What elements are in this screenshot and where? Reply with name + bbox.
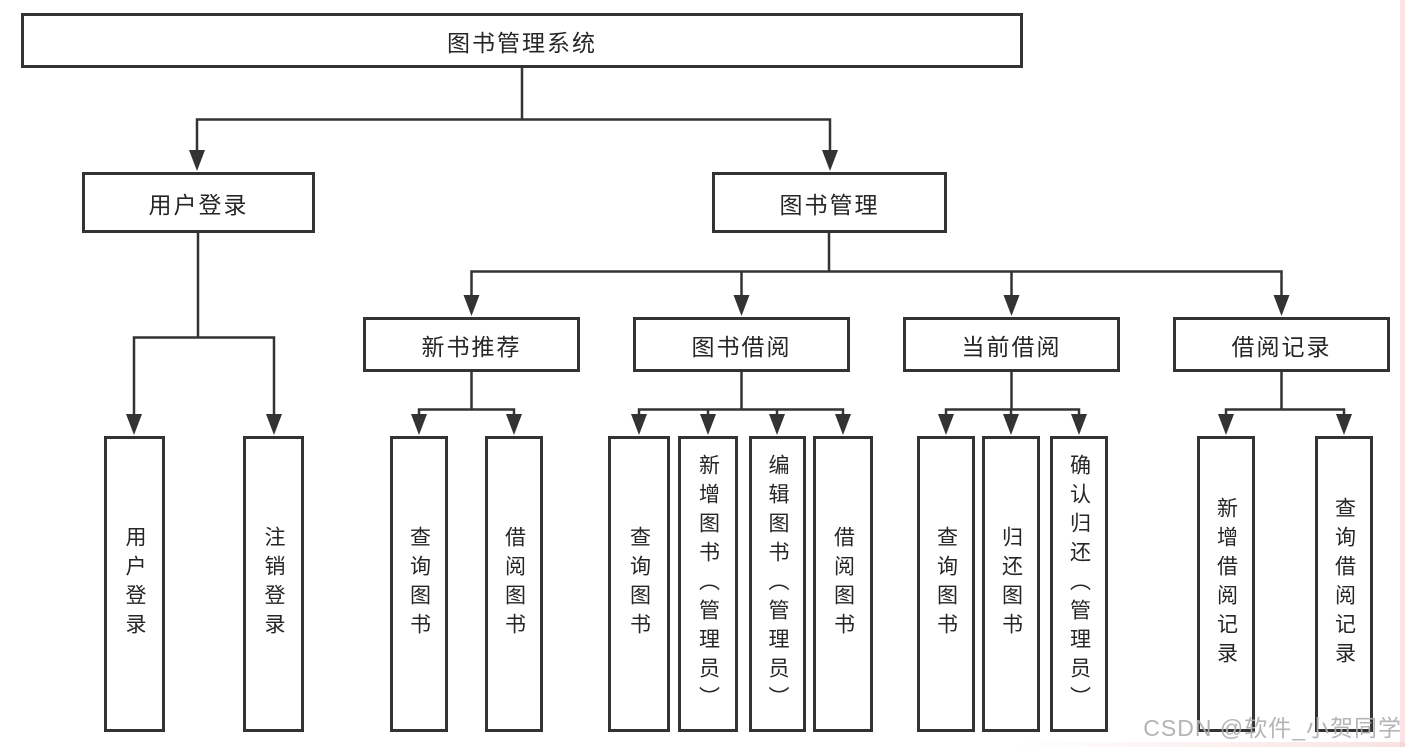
- leaf-query-books-3: 查询图书: [917, 436, 975, 732]
- leaf-logout: 注销登录: [243, 436, 304, 732]
- csdn-watermark: CSDN @软件_小贺同学: [1143, 715, 1402, 741]
- leaf-borrow-books-1: 借阅图书: [485, 436, 543, 732]
- node-new-book-recommend: 新书推荐: [363, 317, 580, 372]
- page-edge-tint-bottom: [1015, 742, 1405, 747]
- leaf-borrow-books-2: 借阅图书: [813, 436, 873, 732]
- leaf-add-books-admin: 新增图书（管理员）: [678, 436, 738, 732]
- arrowhead-icons: [126, 150, 1352, 435]
- node-user-login: 用户登录: [82, 172, 315, 233]
- leaf-user-login: 用户登录: [104, 436, 165, 732]
- leaf-add-borrow-record: 新增借阅记录: [1197, 436, 1255, 732]
- leaf-query-books-2: 查询图书: [608, 436, 670, 732]
- leaf-query-borrow-record: 查询借阅记录: [1315, 436, 1373, 732]
- node-current-borrow: 当前借阅: [903, 317, 1120, 372]
- leaf-edit-books-admin: 编辑图书（管理员）: [749, 436, 806, 732]
- node-book-management: 图书管理: [712, 172, 947, 233]
- leaf-return-books: 归还图书: [982, 436, 1040, 732]
- leaf-query-books-1: 查询图书: [390, 436, 448, 732]
- node-book-borrow: 图书借阅: [633, 317, 850, 372]
- leaf-confirm-return-admin: 确认归还（管理员）: [1050, 436, 1108, 732]
- page-edge-tint-right: [1400, 0, 1405, 747]
- node-root-system: 图书管理系统: [21, 13, 1023, 68]
- node-borrow-records: 借阅记录: [1173, 317, 1390, 372]
